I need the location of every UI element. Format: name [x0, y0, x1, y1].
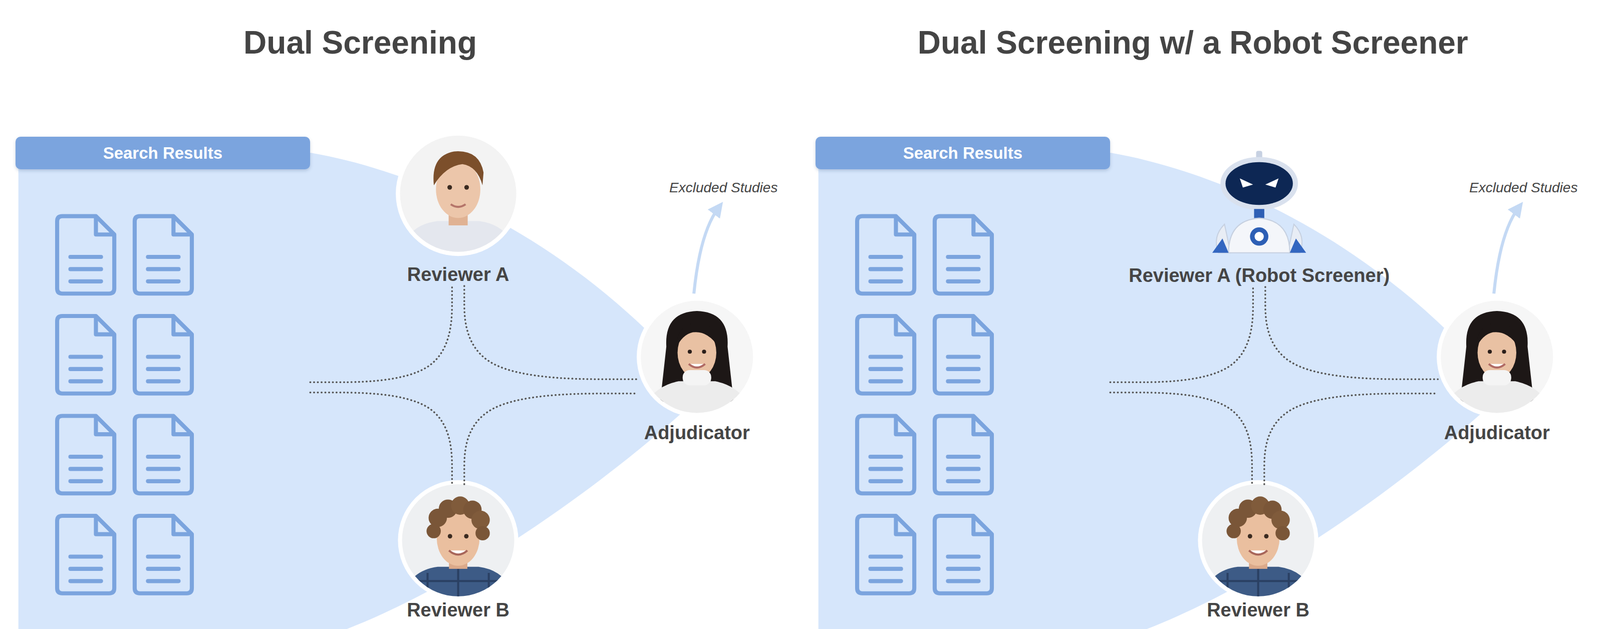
- dotted-connector: [464, 393, 638, 485]
- dotted-connector: [464, 286, 638, 380]
- reviewer-node: Adjudicator: [1437, 301, 1556, 445]
- robot-icon: [1212, 150, 1306, 253]
- reviewer-label: Adjudicator: [1444, 422, 1550, 445]
- excluded-note: Excluded Studies: [1469, 179, 1578, 196]
- reviewer-photo: [394, 130, 522, 257]
- results-box: Search Results: [815, 136, 1111, 602]
- dotted-connector: [1110, 392, 1252, 485]
- reviewer-label: Reviewer A: [407, 263, 509, 287]
- photo-area: [696, 301, 698, 423]
- reviewer-node: Reviewer B: [399, 484, 518, 622]
- dotted-connector: [1265, 287, 1438, 380]
- reviewer-node: Reviewer B: [1199, 484, 1318, 622]
- panel-right: [818, 152, 1559, 629]
- reviewer-node: Adjudicator: [637, 301, 756, 445]
- panel-title: Dual Screening: [243, 24, 477, 62]
- dotted-connector: [310, 392, 452, 485]
- reviewer-label: Reviewer B: [406, 599, 510, 622]
- results-box: Search Results: [15, 136, 311, 602]
- results-header: Search Results: [815, 136, 1111, 170]
- reviewer-label: Reviewer A (Robot Screener): [1128, 264, 1390, 288]
- dotted-connector: [310, 286, 452, 383]
- photo-area: [457, 484, 459, 600]
- reviewer-node: Reviewer A: [397, 135, 520, 287]
- photo-area: [1257, 484, 1259, 600]
- results-header: Search Results: [15, 136, 311, 170]
- panel-title: Dual Screening w/ a Robot Screener: [917, 24, 1469, 62]
- photo-area: [457, 135, 459, 264]
- panel-left: [18, 152, 759, 629]
- dotted-connector: [1264, 393, 1438, 485]
- reviewer-label: Reviewer B: [1206, 599, 1310, 622]
- photo-area: [1258, 159, 1260, 266]
- dotted-connector: [1110, 287, 1253, 383]
- photo-area: [1496, 301, 1498, 423]
- reviewer-label: Adjudicator: [644, 422, 750, 445]
- reviewer-node: Reviewer A (Robot Screener): [1125, 159, 1393, 288]
- excluded-note: Excluded Studies: [669, 179, 778, 196]
